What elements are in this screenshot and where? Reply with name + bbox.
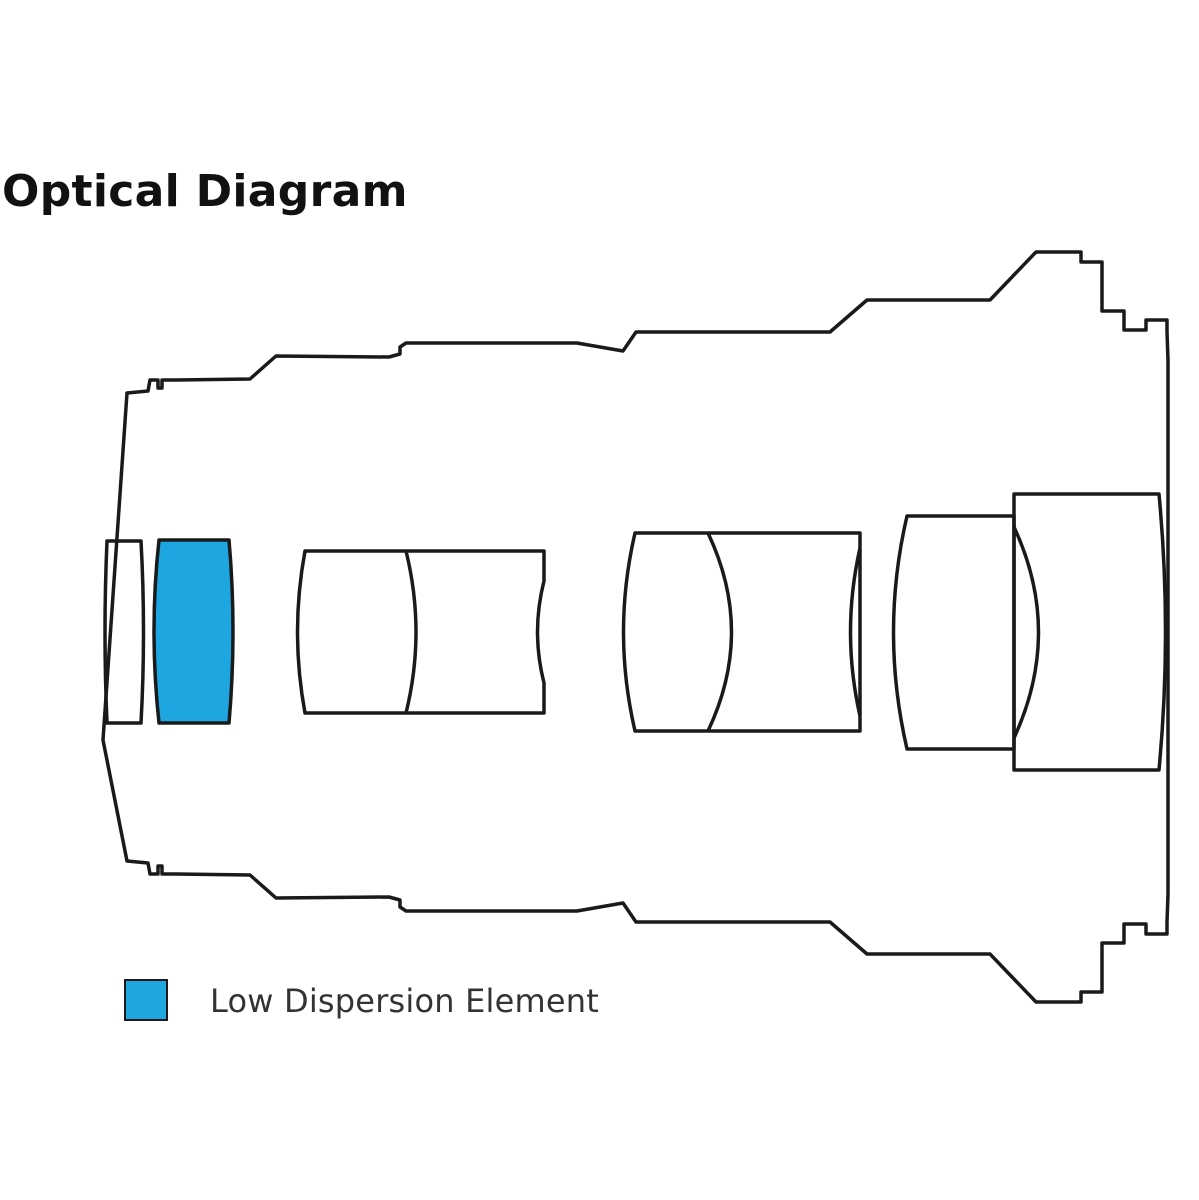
lens-element-2 — [295, 549, 546, 715]
lens-element-1 — [103, 539, 146, 725]
lens-element-5-interface — [1012, 526, 1041, 739]
lens-element-3-interface — [706, 532, 734, 732]
low-dispersion-lens-element — [152, 538, 235, 725]
legend-swatch-low-dispersion — [124, 979, 168, 1021]
lens-element-2-interface — [404, 550, 418, 714]
legend-label: Low Dispersion Element — [210, 982, 600, 1020]
diagram-title: Optical Diagram — [2, 166, 408, 217]
lens-element-3 — [621, 531, 862, 733]
lens-element-3-rear — [848, 547, 862, 717]
lens-element-4 — [891, 514, 1016, 751]
lens-element-5 — [1012, 492, 1168, 772]
lens-barrel-outline — [101, 250, 1170, 1004]
